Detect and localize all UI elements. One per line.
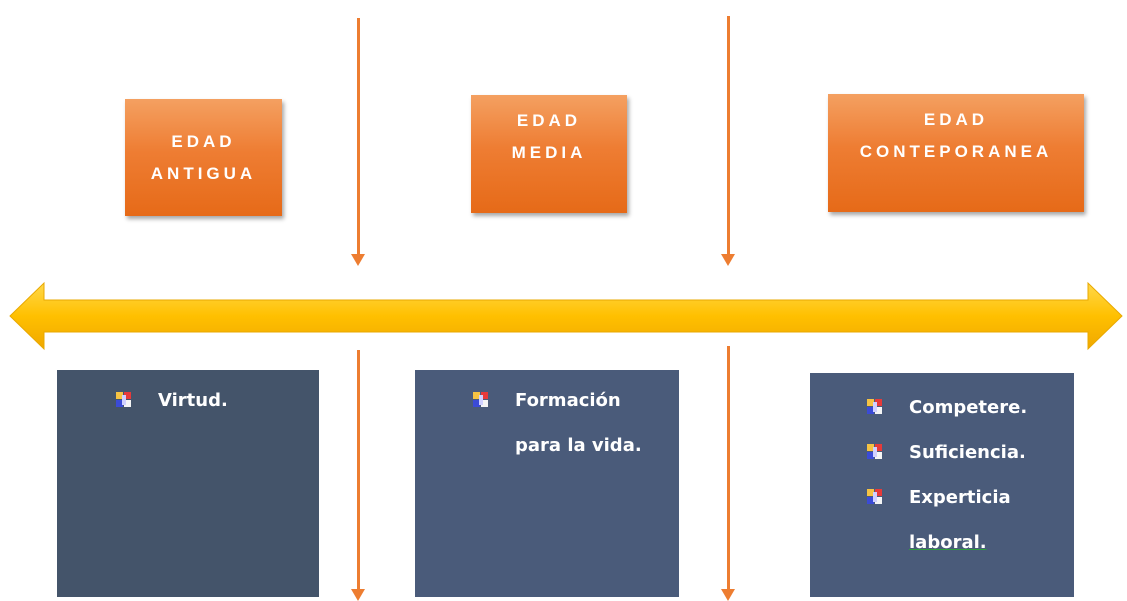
- era-box-contemporanea: EDAD CONTEPORANEA: [828, 94, 1084, 212]
- item-para-la-vida: para la vida.: [515, 435, 642, 456]
- bullet-icon: [473, 392, 488, 407]
- connector-arrow-1-bottom: [351, 350, 365, 601]
- list-item: Suficiencia.: [867, 430, 1074, 475]
- content-box-media: Formación para la vida.: [415, 370, 679, 597]
- timeline-double-arrow: [9, 281, 1123, 351]
- list-item-continuation: para la vida.: [473, 423, 679, 468]
- era-box-antigua: EDAD ANTIGUA: [125, 99, 282, 216]
- item-experticia: Experticia: [909, 487, 1011, 508]
- era-contemporanea-line2: CONTEPORANEA: [859, 142, 1053, 161]
- connector-arrow-2-top: [721, 16, 735, 266]
- content-box-contemporanea: Competere. Suficiencia. Experticia labor…: [810, 373, 1074, 597]
- era-antigua-line1: EDAD: [171, 131, 236, 151]
- era-media-line2: MEDIA: [511, 143, 587, 162]
- era-media-line1: EDAD: [516, 111, 582, 130]
- era-box-media: EDAD MEDIA: [471, 95, 627, 213]
- item-formacion: Formación: [515, 390, 621, 411]
- list-item: Experticia: [867, 475, 1074, 520]
- list-item: Competere.: [867, 385, 1074, 430]
- bullet-icon: [867, 399, 882, 414]
- item-suficiencia: Suficiencia.: [909, 442, 1026, 463]
- connector-arrow-1-top: [351, 18, 365, 266]
- list-item: Virtud.: [116, 378, 319, 423]
- list-item-continuation: laboral.: [867, 520, 1074, 565]
- item-laboral: laboral.: [909, 532, 987, 553]
- bullet-icon: [116, 392, 131, 407]
- list-item: Formación: [473, 378, 679, 423]
- era-antigua-line2: ANTIGUA: [150, 163, 257, 183]
- bullet-icon: [867, 489, 882, 504]
- era-contemporanea-line1: EDAD: [923, 110, 989, 129]
- bullet-icon: [867, 444, 882, 459]
- content-box-antigua: Virtud.: [57, 370, 319, 597]
- item-competere: Competere.: [909, 397, 1028, 418]
- item-virtud: Virtud.: [158, 390, 228, 411]
- connector-arrow-2-bottom: [721, 346, 735, 601]
